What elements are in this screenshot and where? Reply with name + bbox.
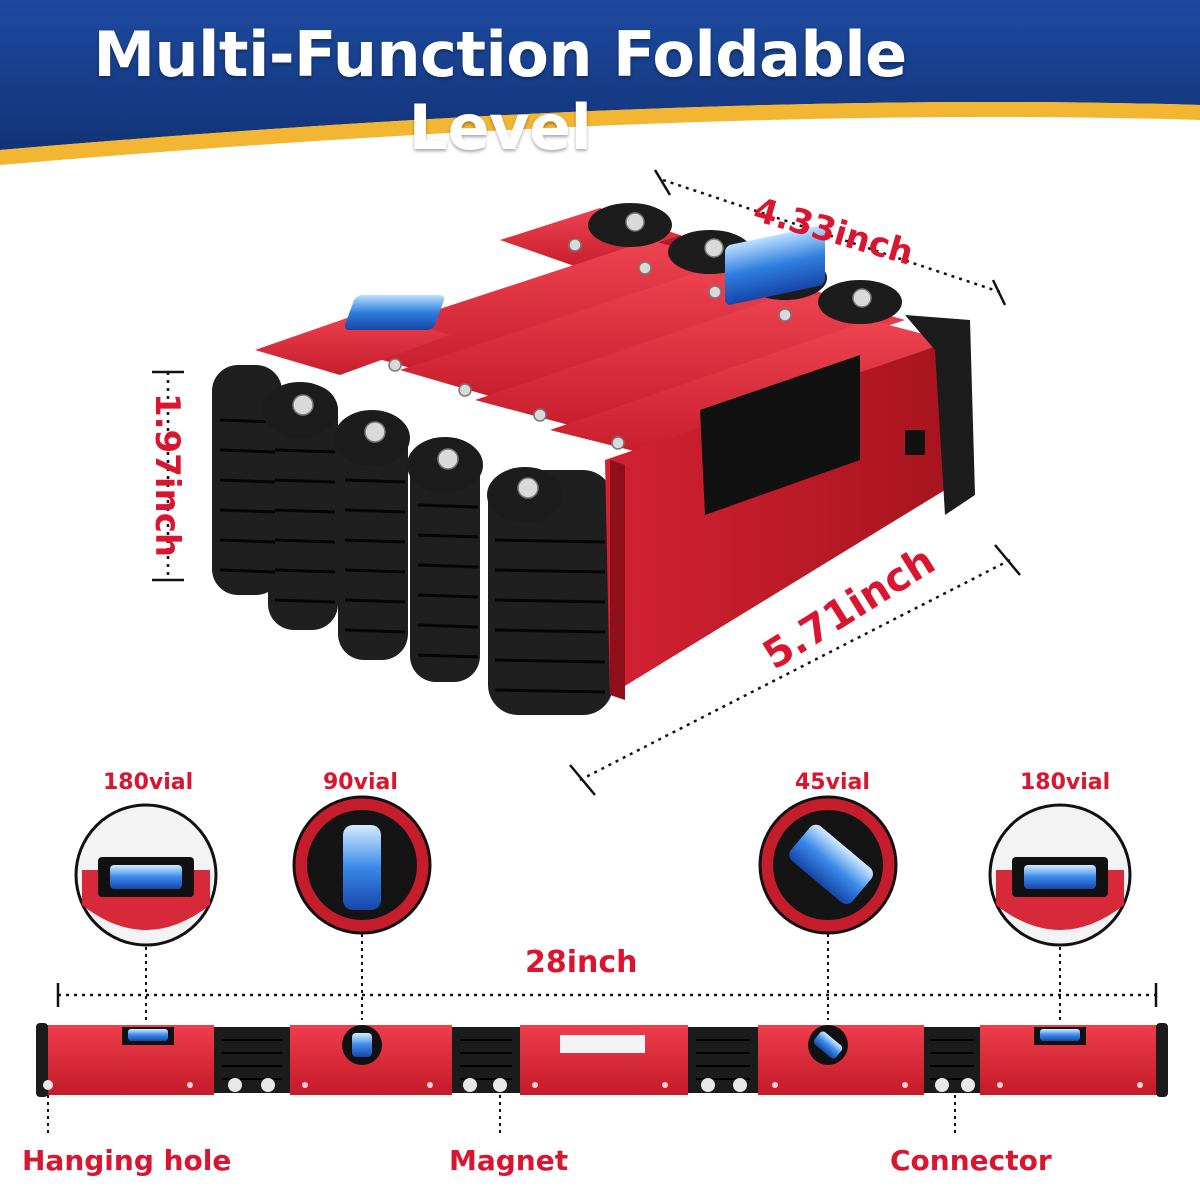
unfolded-level-illustration xyxy=(36,795,1168,1135)
vial-detail-180-right xyxy=(988,803,1132,947)
folded-level-illustration xyxy=(152,169,1021,796)
vial-detail-45 xyxy=(758,795,898,935)
header-banner xyxy=(0,0,1200,170)
vial-label-1: 180vial xyxy=(103,770,194,795)
length-dimension-label: 28inch xyxy=(525,945,638,980)
vial-detail-180-left xyxy=(74,803,218,947)
height-dimension-label: 1.97inch xyxy=(147,392,188,558)
vial-label-2: 90vial xyxy=(323,770,398,795)
vial-label-4: 180vial xyxy=(1020,770,1111,795)
vial-label-3: 45vial xyxy=(795,770,870,795)
magnet-callout: Magnet xyxy=(449,1144,569,1177)
hanging-hole-callout: Hanging hole xyxy=(22,1144,232,1177)
connector-callout: Connector xyxy=(890,1144,1052,1177)
vial-detail-90 xyxy=(292,795,432,935)
page-title: Multi-Function Foldable Level xyxy=(93,18,907,164)
